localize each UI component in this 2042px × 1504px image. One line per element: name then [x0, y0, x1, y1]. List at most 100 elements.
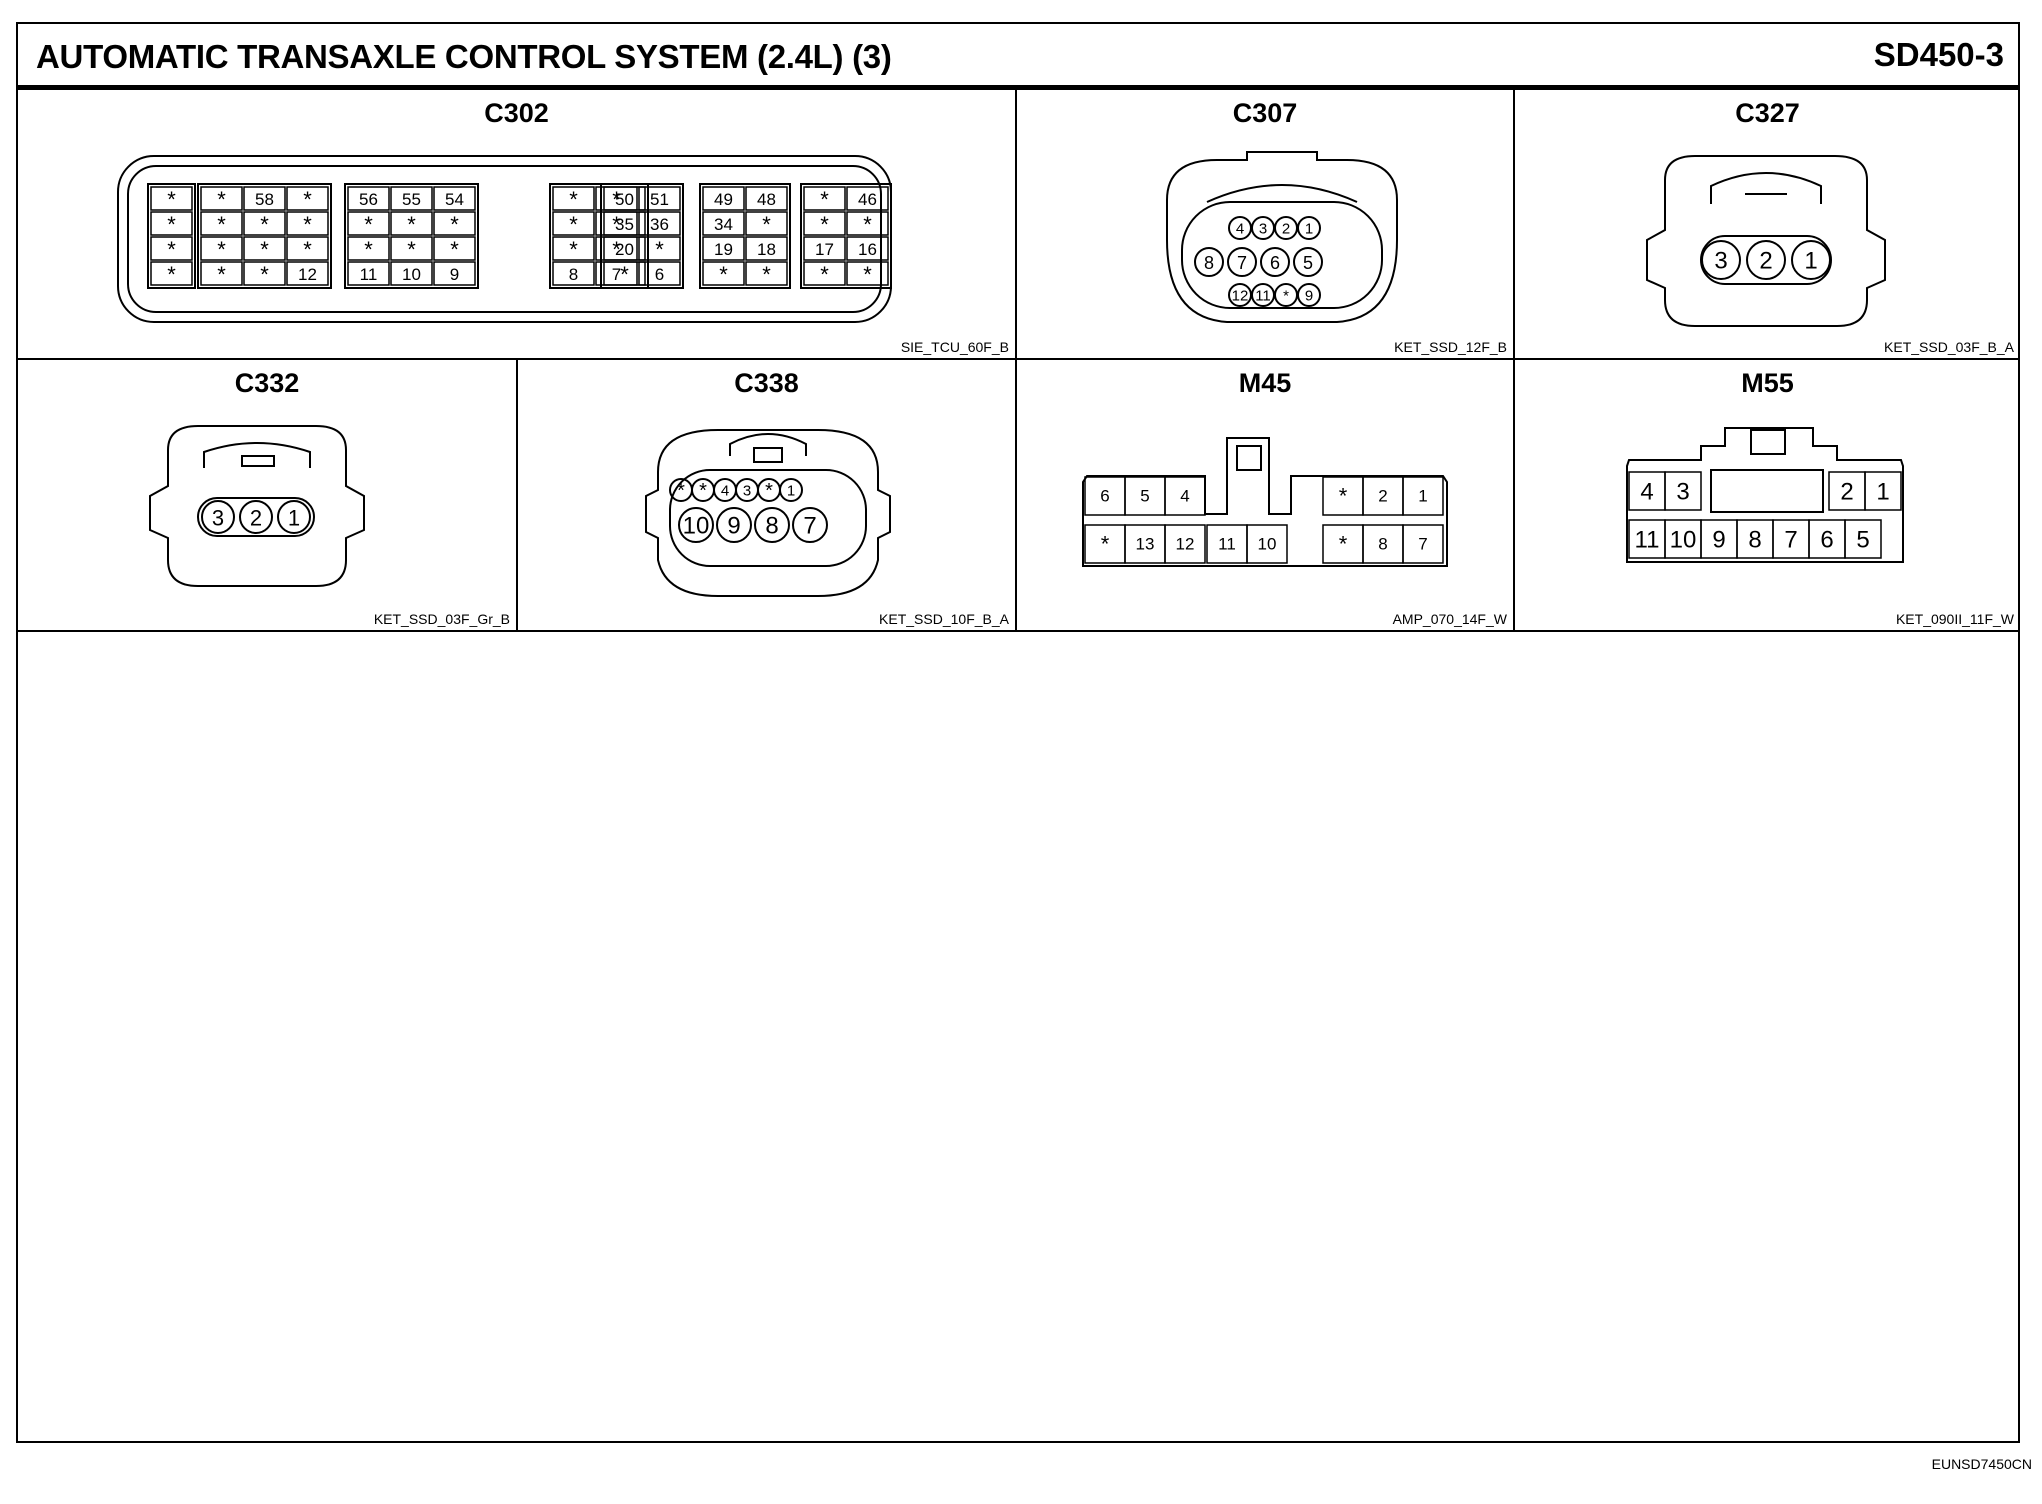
connector-housing-inner: [127, 165, 882, 313]
pin-label: *: [655, 237, 664, 262]
pin-label: 35: [615, 215, 634, 234]
pin-cell: [1664, 471, 1702, 511]
pin-cell: [243, 186, 286, 211]
pin-label: 46: [858, 190, 877, 209]
connector-key: [1710, 469, 1824, 513]
pin-label: *: [820, 212, 829, 237]
pin-label: *: [863, 262, 872, 287]
pin-label: 6: [1270, 253, 1280, 273]
pin-label: 34: [714, 215, 733, 234]
pin-group: [147, 183, 196, 289]
pin-cell: [390, 186, 433, 211]
pin-label: 12: [1232, 288, 1249, 305]
pin-label: *: [1101, 532, 1110, 557]
pin-label: 51: [650, 190, 669, 209]
pin-group: [197, 183, 332, 289]
pin-cell: [1402, 476, 1444, 516]
connector-housing: [1626, 427, 1904, 563]
pin-cell: [1164, 524, 1206, 564]
pin-cell: [603, 261, 646, 286]
connector-part-code: KET_SSD_10F_B_A: [879, 611, 1009, 627]
pin-label: 1: [1418, 487, 1427, 506]
pin-label: *: [612, 237, 621, 262]
connector-latch: [1710, 172, 1822, 204]
pin-cell: [433, 186, 476, 211]
pin-circle: [201, 500, 235, 534]
pin-cell: [286, 211, 329, 236]
pin-cell: [1164, 476, 1206, 516]
pin-label: 11: [1635, 527, 1660, 554]
pin-block: [197, 497, 315, 537]
pin-label: *: [407, 212, 416, 237]
pin-label: 56: [359, 190, 378, 209]
pin-label: *: [863, 212, 872, 237]
pin-label: 7: [1418, 535, 1427, 554]
pin-label: *: [677, 480, 685, 502]
pin-circle: [1227, 247, 1257, 277]
pin-cell: [846, 261, 889, 286]
pin-cell: [552, 186, 595, 211]
pin-label: 11: [1218, 535, 1236, 554]
pin-label: *: [450, 212, 459, 237]
pin-label: 6: [1100, 487, 1109, 506]
pin-label: 8: [1378, 535, 1387, 554]
connector-label: C327: [1735, 98, 1800, 128]
connector-label: M55: [1741, 368, 1794, 398]
pin-label: 49: [714, 190, 733, 209]
pin-label: 10: [1258, 535, 1277, 554]
pin-label: *: [217, 187, 226, 212]
pin-label: *: [699, 480, 707, 502]
pin-label: *: [1283, 288, 1289, 305]
pin-label: 11: [1255, 288, 1271, 305]
pin-cell: [552, 211, 595, 236]
pin-label: *: [303, 237, 312, 262]
pin-cell: [390, 261, 433, 286]
pin-label: 10: [402, 265, 421, 284]
pin-group: [600, 183, 649, 289]
pin-cell: [347, 261, 390, 286]
pin-cell: [803, 261, 846, 286]
pin-label: *: [612, 212, 621, 237]
pin-label: 3: [743, 483, 751, 500]
pin-label: *: [820, 187, 829, 212]
pin-label: *: [1339, 484, 1348, 509]
connector-label: C332: [234, 368, 300, 398]
connector-housing: [117, 155, 892, 323]
pin-cell: [286, 186, 329, 211]
pin-circle: [716, 507, 752, 543]
pin-cell: [347, 211, 390, 236]
pin-cell: [1844, 519, 1882, 559]
pin-label: 1: [1804, 248, 1817, 275]
pin-label: 1: [1305, 221, 1313, 238]
pin-label: *: [569, 187, 578, 212]
pin-cell: [552, 261, 595, 286]
pin-cell: [150, 211, 193, 236]
pin-label: 4: [1180, 487, 1189, 506]
pin-cell: [702, 211, 745, 236]
pin-label: 9: [1305, 288, 1313, 305]
connector-label: M45: [1238, 368, 1292, 398]
sheet-code: SD450-3: [1873, 36, 2004, 73]
pin-label: 58: [255, 190, 274, 209]
pin-label: 7: [1784, 527, 1797, 554]
pin-cell: [150, 186, 193, 211]
pin-label: 55: [402, 190, 421, 209]
pin-label: *: [762, 262, 771, 287]
pin-label: 9: [727, 513, 740, 540]
pin-cell: [433, 211, 476, 236]
pin-label: *: [1339, 532, 1348, 557]
pin-label: 48: [757, 190, 776, 209]
sheet-header: AUTOMATIC TRANSAXLE CONTROL SYSTEM (2.4L…: [18, 24, 2018, 90]
pin-label: 7: [612, 265, 621, 284]
pin-cell: [638, 186, 681, 211]
pin-label: *: [167, 237, 176, 262]
pin-cell: [638, 211, 681, 236]
pin-label: *: [569, 212, 578, 237]
pin-label: *: [612, 187, 621, 212]
